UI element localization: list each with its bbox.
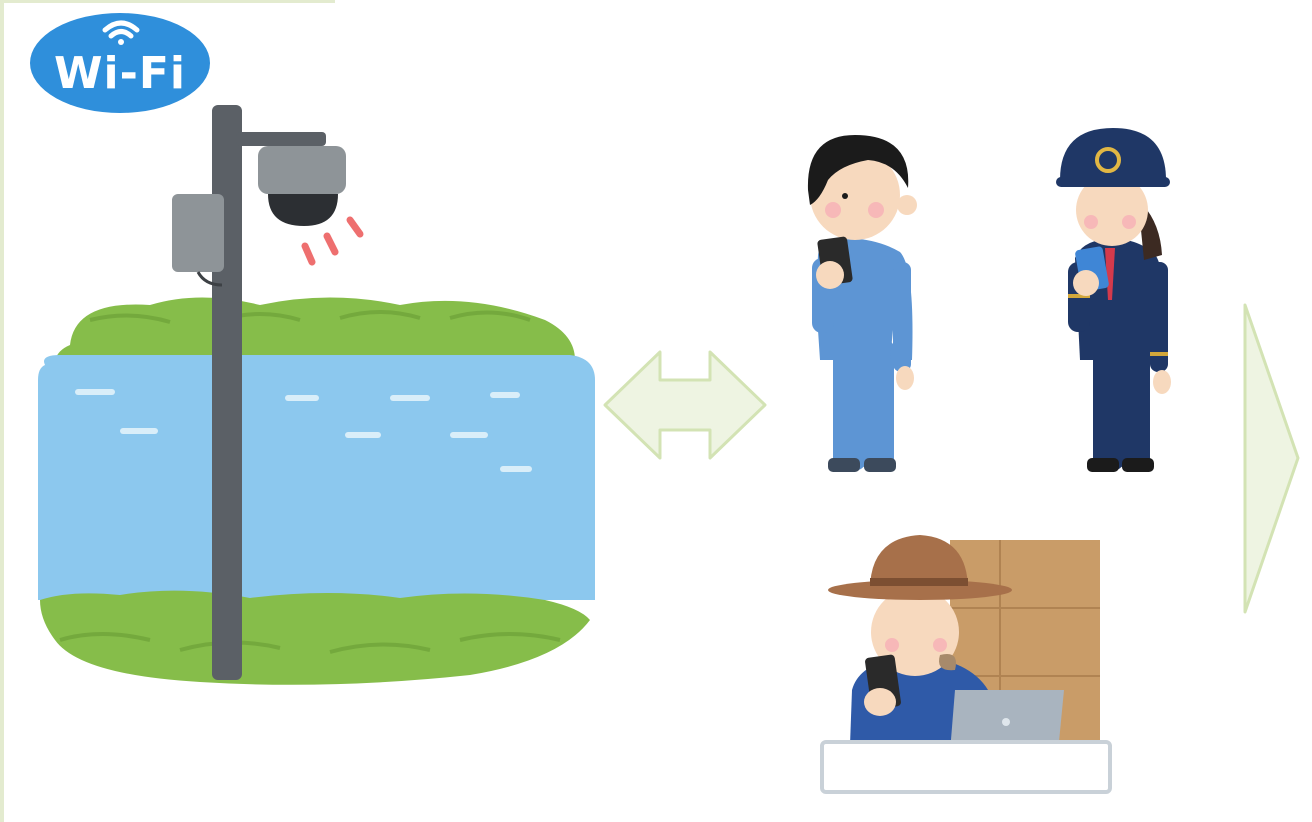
river-scene	[38, 298, 595, 685]
worker-figure	[808, 135, 917, 472]
double-arrow-icon	[605, 352, 765, 458]
farmer-scene	[822, 535, 1110, 792]
camera-signal	[305, 220, 360, 262]
right-arrow-icon	[1245, 305, 1298, 612]
wifi-label: Wi-Fi	[54, 48, 186, 99]
wifi-badge: Wi-Fi	[30, 13, 210, 113]
officer-figure	[1056, 128, 1171, 472]
camera-icon	[258, 146, 346, 226]
